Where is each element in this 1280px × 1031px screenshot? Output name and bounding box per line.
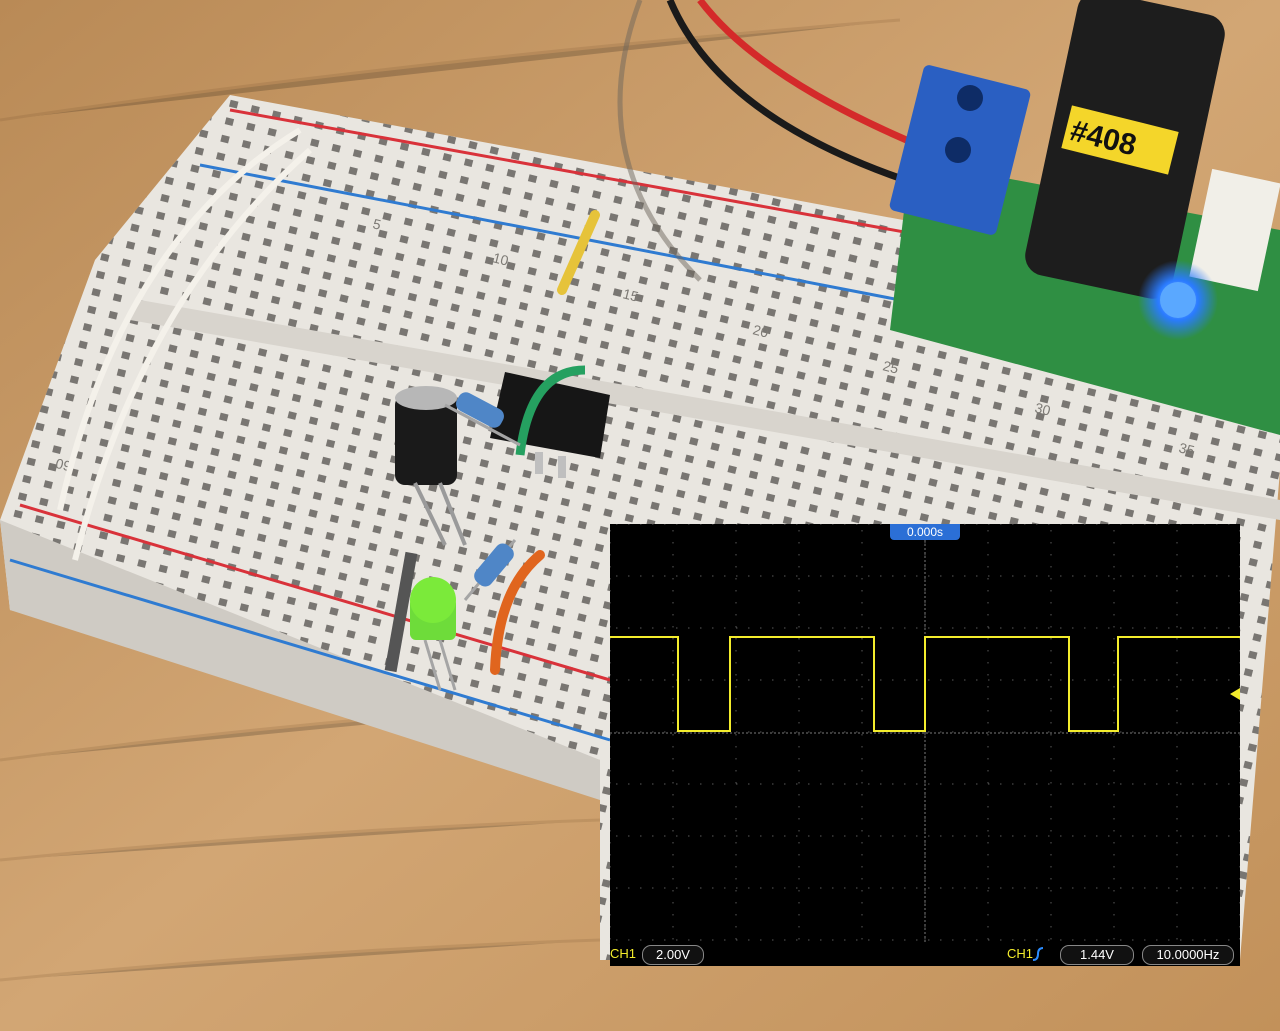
col-label-15: 15 [621, 285, 640, 304]
col-label-5: 5 [371, 215, 383, 232]
yellow-jumper-wire [557, 210, 600, 295]
scope-plot [610, 524, 1240, 942]
trigger-level: 1.44V [1060, 945, 1134, 965]
ch1-level-marker [1230, 688, 1240, 700]
scope-grid [610, 524, 1240, 942]
rail-blue-top [199, 163, 901, 302]
white-jumper-wire [57, 127, 312, 561]
col-label-35: 35 [1177, 439, 1196, 458]
col-label-20: 20 [751, 321, 770, 340]
power-supply-module: #408 [889, 0, 1280, 435]
orange-jumper-wire [490, 550, 545, 675]
red-power-wire [697, 0, 932, 154]
time-offset-badge: 0.000s [890, 524, 960, 540]
rising-edge-trigger-icon [1032, 947, 1044, 961]
rail-blue-bottom [9, 558, 611, 742]
black-power-wire [666, 0, 922, 189]
jst-connector [1189, 168, 1280, 292]
frequency-readout: 10.0000Hz [1142, 945, 1234, 965]
col-label-30: 30 [1033, 399, 1052, 418]
ch1-label: CH1 [610, 946, 637, 961]
module-tag [1061, 105, 1179, 175]
ch1-trace [610, 636, 1240, 732]
rail-red-bottom [19, 503, 611, 682]
resistor-2 [463, 539, 517, 601]
col-label-10: 10 [491, 249, 510, 268]
green-led [410, 577, 457, 691]
dark-jumper-wire [384, 551, 418, 673]
col-label-25: 25 [881, 357, 900, 376]
resistor-1 [444, 392, 521, 447]
timer-ic [490, 365, 610, 478]
scope-status-bar: CH1 2.00V CH1 1.44V 10.0000Hz [610, 942, 1240, 966]
trigger-source: CH1 [1007, 946, 1034, 961]
grey-cable [617, 0, 702, 282]
oscilloscope-screen: 0.000s CH1 2.00V CH1 1.44V 10.0000Hz [610, 524, 1240, 966]
capacitor [395, 386, 467, 546]
ch1-scale: 2.00V [642, 945, 704, 965]
